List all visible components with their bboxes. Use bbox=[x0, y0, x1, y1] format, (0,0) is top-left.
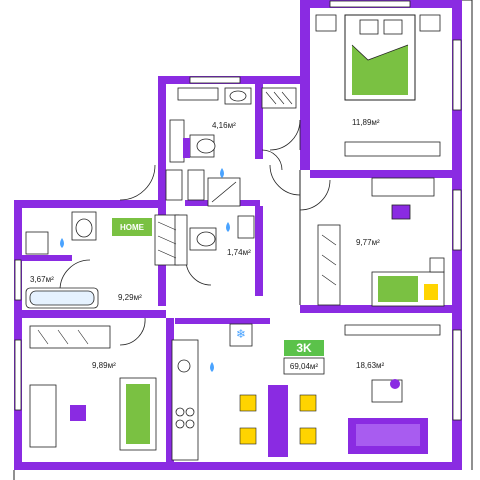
windows bbox=[14, 0, 462, 421]
bed-right bbox=[378, 276, 418, 302]
water-drop-icon-2 bbox=[226, 222, 230, 232]
area-toilet: 1,74м² bbox=[227, 248, 251, 257]
area-hall: 9,29м² bbox=[118, 293, 142, 302]
sofa-left bbox=[126, 384, 150, 444]
water-drop-icon-4 bbox=[210, 362, 214, 372]
area-bathroom-top: 4,16м² bbox=[212, 121, 236, 130]
chair-left bbox=[70, 405, 86, 421]
area-bedroom-right: 9,77м² bbox=[356, 238, 380, 247]
area-living-kitchen: 18,63м² bbox=[356, 361, 385, 370]
kitchen-fixtures bbox=[171, 323, 441, 461]
plant-icon bbox=[390, 379, 400, 389]
wall-niche bbox=[183, 138, 190, 158]
sofa-cushion bbox=[356, 424, 420, 446]
home-sign-label: HOME bbox=[120, 223, 145, 232]
bathroom-top-fixtures bbox=[169, 87, 252, 207]
doors bbox=[59, 119, 331, 346]
toilet-fixtures bbox=[189, 215, 255, 251]
area-bathroom-left: 3,67м² bbox=[30, 275, 54, 284]
pillow-right bbox=[424, 284, 438, 300]
water-drop-icon bbox=[220, 168, 224, 178]
snowflake-icon: ❄ bbox=[236, 327, 246, 341]
apartment-type-badge bbox=[284, 340, 324, 356]
home-sign bbox=[112, 218, 152, 236]
bathroom-left-fixtures bbox=[25, 211, 99, 309]
outline-lines bbox=[13, 0, 473, 480]
total-area-box bbox=[283, 357, 325, 375]
water-drop-icon-3 bbox=[60, 238, 64, 248]
area-bedroom-top: 11,89м² bbox=[352, 118, 380, 127]
wardrobe-hatching bbox=[37, 91, 337, 345]
apartment-type: 3K bbox=[296, 341, 312, 355]
area-bedroom-left: 9,89м² bbox=[92, 361, 116, 370]
bed-top bbox=[315, 14, 441, 157]
dining-set bbox=[239, 385, 317, 457]
total-area: 69,04м² bbox=[290, 362, 319, 371]
